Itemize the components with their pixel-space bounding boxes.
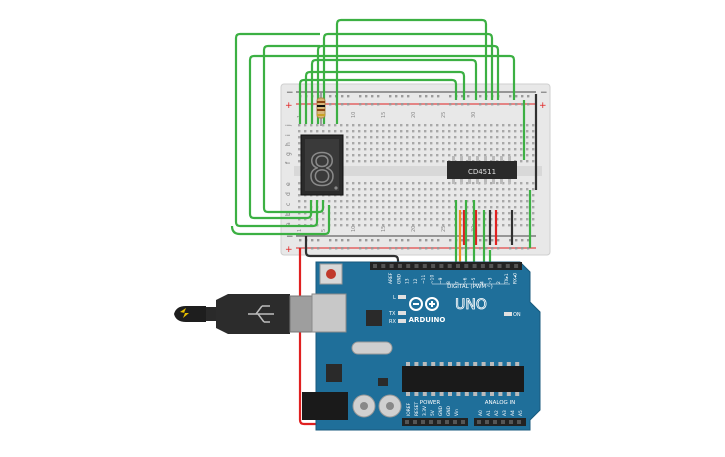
analog-pin-label: A1: [486, 410, 492, 416]
digital-pin-label: 7: [454, 281, 460, 284]
digital-pin-label: ~11: [421, 275, 427, 284]
rail-minus-label: −: [286, 88, 294, 98]
digital-pin-label: AREF: [388, 272, 394, 284]
rail-minus-label-bottom: −: [286, 232, 294, 242]
power-pin-label: GND: [446, 405, 452, 416]
digital-pin-label: 8: [446, 281, 452, 284]
arduino-logo-icon: [409, 297, 439, 311]
breadboard[interactable]: 115510101515202025253030 − + − + − + j i…: [280, 83, 551, 256]
cd4511-chip[interactable]: CD4511: [447, 156, 517, 184]
rail-plus-label-bottom: +: [285, 245, 293, 255]
power-pin-label: Vin: [454, 409, 460, 416]
digital-pin-label: ~6: [463, 277, 469, 284]
power-pin-label: RESET: [414, 402, 420, 416]
column-number: 10: [351, 112, 357, 118]
digital-pin-label: 2: [496, 281, 502, 284]
led-label-l: L: [393, 295, 396, 301]
digital-pin-label: ~9: [438, 277, 444, 284]
digital-pin-label: GND: [396, 273, 402, 284]
analog-pin-label: A0: [478, 410, 484, 416]
digital-pwm-label: DIGITAL (PWM~): [447, 284, 493, 290]
row-letter-g: g: [285, 152, 292, 156]
digital-pin-label: TX▸1: [504, 273, 510, 285]
row-letter-j: j: [285, 124, 292, 127]
power-pin-label: 5V: [430, 410, 436, 416]
power-jack[interactable]: [302, 392, 348, 420]
row-letter-d: d: [285, 192, 292, 196]
digital-pin-label: 12: [413, 278, 419, 284]
row-letter-f: f: [285, 161, 292, 164]
power-header[interactable]: [402, 418, 468, 426]
row-letter-i: i: [285, 134, 292, 136]
power-section-label: POWER: [420, 400, 441, 406]
rail-plus-label-right: +: [539, 101, 547, 111]
digital-pin-label: ~10: [430, 275, 436, 284]
column-number: 1: [297, 229, 303, 232]
on-led-label: ON: [513, 312, 521, 318]
digital-pin-label: RX◂0: [513, 273, 519, 284]
column-number: 15: [381, 112, 387, 118]
digital-pin-label: 4: [479, 281, 485, 284]
analog-section-label: ANALOG IN: [485, 400, 516, 406]
seven-segment-display[interactable]: 8: [300, 134, 344, 197]
ic-label: CD4511: [468, 168, 496, 176]
column-number: 20: [411, 226, 417, 232]
led-label-rx: RX: [389, 319, 396, 325]
row-letter-a: a: [285, 222, 292, 226]
row-letter-e: e: [285, 182, 292, 186]
breadboard-jumpers[interactable]: [522, 94, 538, 248]
usb-icon: [248, 305, 274, 323]
digital-header[interactable]: [370, 262, 522, 270]
analog-pin-label: A4: [510, 410, 516, 416]
display-digit: 8: [308, 145, 336, 196]
uno-model-label: UNO: [455, 297, 487, 313]
digital-pin-label: ~5: [471, 277, 477, 284]
column-number: 15: [381, 226, 387, 232]
power-pin-label: IOREF: [406, 402, 412, 416]
power-pin-label: 3.3V: [422, 406, 428, 416]
usb-port[interactable]: [311, 293, 347, 333]
analog-pin-label: A5: [518, 410, 524, 416]
row-letter-c: c: [285, 203, 292, 206]
column-number: 25: [441, 112, 447, 118]
row-letter-h: h: [285, 142, 292, 146]
digital-pin-label: ~3: [488, 277, 494, 284]
arduino-brand-label: ARDUINO: [409, 316, 446, 324]
column-number: 5: [321, 229, 327, 232]
bolt-icon: [180, 308, 189, 318]
column-number: 20: [411, 112, 417, 118]
analog-header[interactable]: [474, 418, 526, 426]
usb-cable[interactable]: [174, 294, 317, 334]
power-pin-label: GND: [438, 405, 444, 416]
column-number: 30: [471, 112, 477, 118]
led-label-tx: TX: [388, 311, 396, 317]
display-wires[interactable]: [230, 18, 516, 236]
column-number: 10: [351, 226, 357, 232]
column-number: 25: [441, 226, 447, 232]
rail-plus-label: +: [285, 101, 293, 111]
analog-pin-label: A2: [494, 410, 500, 416]
resistor[interactable]: [316, 92, 326, 126]
row-letter-b: b: [285, 212, 292, 216]
rail-minus-label-right: −: [540, 88, 548, 98]
arduino-uno-board[interactable]: L TX RX ON ARDUINO UNO DIGITAL (PWM~) AR…: [302, 261, 541, 431]
digital-pin-label: 13: [405, 278, 411, 284]
analog-pin-label: A3: [502, 410, 508, 416]
